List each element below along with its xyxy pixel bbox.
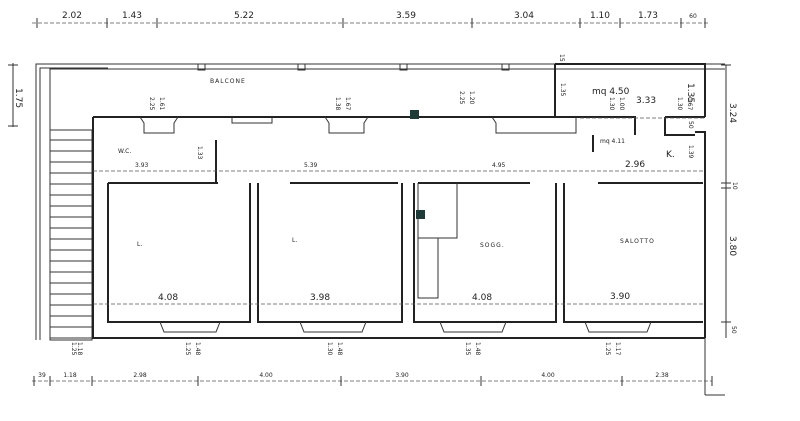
room-label-living: SOGG. bbox=[480, 242, 505, 249]
dim-label: 15 bbox=[558, 54, 565, 62]
room-label-bedroom2: L. bbox=[292, 237, 297, 244]
dim-label: 1.33 bbox=[196, 146, 203, 160]
window-dim-label: 1.25 bbox=[70, 342, 77, 356]
dim-label: 50 bbox=[687, 121, 694, 129]
dim-label: 3.24 bbox=[727, 103, 737, 123]
left-dimension: 1.75 bbox=[8, 63, 23, 127]
room-label-kitchen: K. bbox=[666, 150, 675, 160]
dim-label: 4.00 bbox=[541, 372, 555, 379]
room-label-balcony: BALCONE bbox=[210, 78, 246, 85]
window-dim-label: 1.18 bbox=[76, 342, 83, 356]
dim-label: 1.75 bbox=[13, 88, 23, 108]
window-dim-label: 1.67 bbox=[344, 97, 351, 111]
dim-label: 1.20 bbox=[468, 91, 475, 105]
window-dim-label: 2.25 bbox=[148, 97, 155, 111]
building-walls bbox=[92, 63, 725, 396]
window-dim-label: 1.17 bbox=[614, 342, 621, 356]
dim-label: 1.10 bbox=[590, 11, 610, 21]
bottom-dimension-line: 39 1.18 2.98 4.00 3.90 4.00 2.38 bbox=[32, 372, 713, 386]
dim-label: 2.96 bbox=[625, 160, 645, 170]
dim-label: 2.98 bbox=[133, 372, 147, 379]
staircase bbox=[49, 129, 93, 341]
window-dim-label: 1.30 bbox=[676, 97, 683, 111]
room-label-wc: W.C. bbox=[118, 148, 131, 155]
room-label-salotto: SALOTTO bbox=[620, 238, 655, 245]
area-label: mq 4.50 bbox=[592, 87, 630, 97]
dim-label: 1.35 bbox=[559, 83, 566, 97]
dim-label: 39 bbox=[38, 372, 46, 379]
area-label: mq 4.11 bbox=[600, 138, 625, 145]
dim-label: 10 bbox=[731, 182, 738, 190]
window-dim-label: 1.30 bbox=[608, 97, 615, 111]
dim-label: 3.04 bbox=[514, 11, 534, 21]
dim-label: 5.22 bbox=[234, 11, 254, 21]
dim-label: 3.90 bbox=[395, 372, 409, 379]
right-dimensions: 3.24 10 3.80 50 bbox=[721, 64, 738, 338]
dim-label: 3.33 bbox=[636, 96, 656, 106]
window-dim-label: 1.61 bbox=[158, 97, 165, 111]
dim-label: 3.80 bbox=[727, 236, 737, 256]
dim-label: 1.43 bbox=[122, 11, 142, 21]
dim-label: 1.39 bbox=[687, 145, 694, 159]
dim-label: 5.39 bbox=[304, 162, 318, 169]
dim-label: 4.95 bbox=[492, 162, 506, 169]
dim-label: 4.08 bbox=[472, 293, 492, 303]
dim-label: 3.59 bbox=[396, 11, 416, 21]
window-dim-label: 1.35 bbox=[464, 342, 471, 356]
dim-label: 4.00 bbox=[259, 372, 273, 379]
dim-label: 50 bbox=[730, 326, 737, 334]
window-dim-label: 1.25 bbox=[604, 342, 611, 356]
dim-label: 2.02 bbox=[62, 11, 82, 21]
dim-label: 1.35 bbox=[685, 83, 695, 103]
window-dim-label: 1.00 bbox=[618, 97, 625, 111]
window-dim-label: 0.67 bbox=[686, 97, 693, 111]
top-dimension-line: 2.02 1.43 5.22 3.59 3.04 1.10 1.73 60 bbox=[32, 11, 710, 28]
dim-label: 2.38 bbox=[655, 372, 669, 379]
window-dim-label: 1.48 bbox=[336, 342, 343, 356]
dim-label: 3.93 bbox=[135, 162, 149, 169]
room-label-bedroom1: L. bbox=[137, 241, 142, 248]
dim-label: 4.08 bbox=[158, 293, 178, 303]
dim-label: 1.73 bbox=[638, 11, 658, 21]
window-dim-label: 1.25 bbox=[184, 342, 191, 356]
dim-label: 3.98 bbox=[310, 293, 330, 303]
window-dim-label: 1.30 bbox=[326, 342, 333, 356]
window-dim-label: 1.38 bbox=[334, 97, 341, 111]
dim-label: 3.90 bbox=[610, 292, 630, 302]
dim-label: 2.25 bbox=[458, 91, 465, 105]
window-dim-label: 1.48 bbox=[474, 342, 481, 356]
window-dim-label: 1.48 bbox=[194, 342, 201, 356]
dim-label: 1.18 bbox=[63, 372, 77, 379]
dim-label: 60 bbox=[689, 13, 697, 20]
